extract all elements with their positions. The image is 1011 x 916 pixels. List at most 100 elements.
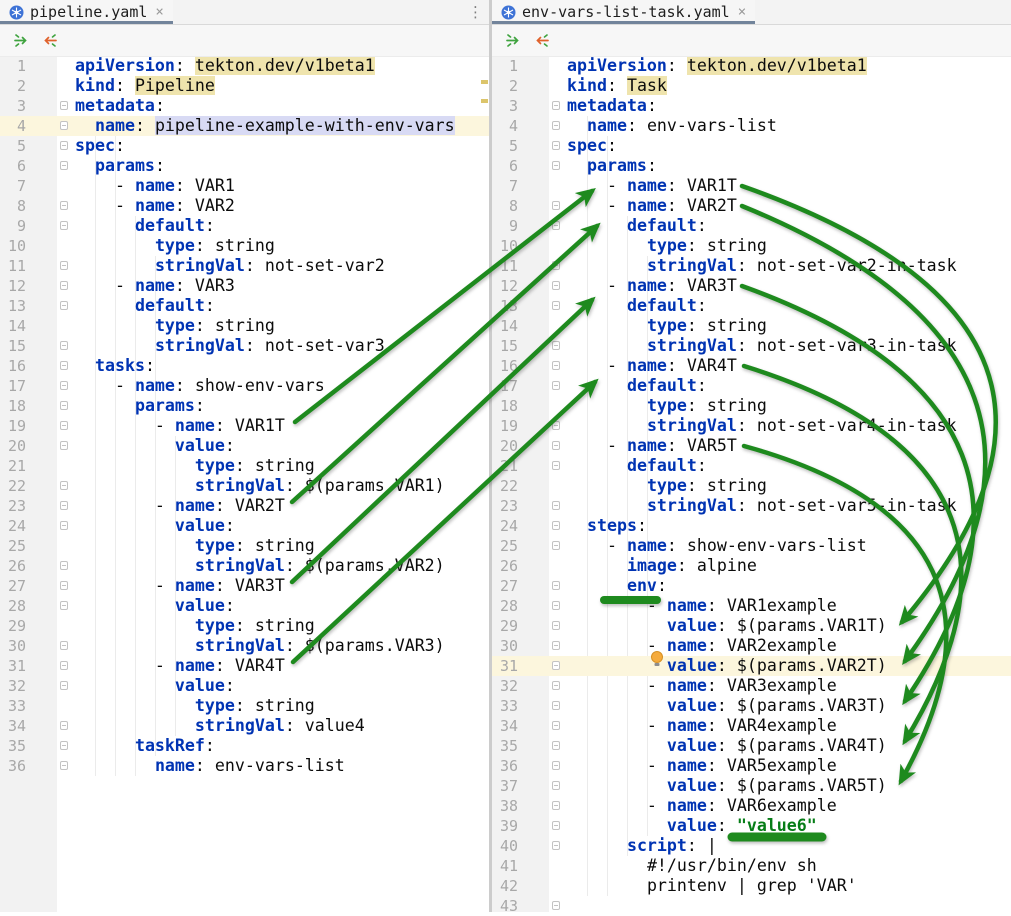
code-text[interactable]: value: — [75, 676, 235, 696]
code-line[interactable]: 42 printenv | grep 'VAR' — [492, 876, 1011, 896]
code-text[interactable]: type: string — [567, 316, 767, 336]
code-text[interactable]: metadata: — [567, 96, 657, 116]
code-text[interactable]: - name: VAR6example — [567, 796, 837, 816]
fold-marker-icon[interactable] — [60, 301, 68, 310]
code-line[interactable]: 26 stringVal: $(params.VAR2) — [0, 556, 489, 576]
code-line[interactable]: 21 type: string — [0, 456, 489, 476]
fold-marker-icon[interactable] — [60, 201, 68, 210]
code-text[interactable]: kind: Pipeline — [75, 76, 215, 96]
code-text[interactable]: stringVal: not-set-var2 — [75, 256, 385, 276]
fold-marker-icon[interactable] — [552, 441, 560, 450]
code-line[interactable]: 17 - name: show-env-vars — [0, 376, 489, 396]
code-text[interactable]: type: string — [75, 536, 315, 556]
code-line[interactable]: 11 stringVal: not-set-var2 — [0, 256, 489, 276]
code-text[interactable]: stringVal: not-set-var3 — [75, 336, 385, 356]
code-text[interactable]: - name: VAR1 — [75, 176, 235, 196]
code-line[interactable]: 41 #!/usr/bin/env sh — [492, 856, 1011, 876]
fold-marker-icon[interactable] — [552, 661, 560, 670]
code-line[interactable]: 22 type: string — [492, 476, 1011, 496]
code-line[interactable]: 43 — [492, 896, 1011, 916]
code-text[interactable]: type: string — [75, 696, 315, 716]
code-text[interactable]: default: — [567, 296, 707, 316]
tab-close-icon[interactable]: × — [736, 5, 746, 19]
code-line[interactable]: 25 type: string — [0, 536, 489, 556]
code-line[interactable]: 21 default: — [492, 456, 1011, 476]
code-text[interactable]: apiVersion: tekton.dev/v1beta1 — [567, 56, 867, 76]
tab-close-icon[interactable]: × — [153, 5, 163, 19]
fold-marker-icon[interactable] — [552, 801, 560, 810]
code-line[interactable]: 1apiVersion: tekton.dev/v1beta1 — [492, 56, 1011, 76]
fold-marker-icon[interactable] — [60, 281, 68, 290]
code-text[interactable]: stringVal: not-set-var5-in-task — [567, 496, 957, 516]
code-text[interactable]: params: — [75, 396, 205, 416]
line-number[interactable]: 35 — [0, 736, 26, 756]
line-number[interactable]: 6 — [0, 156, 26, 176]
code-text[interactable]: taskRef: — [75, 736, 215, 756]
code-line[interactable]: 13 default: — [492, 296, 1011, 316]
code-text[interactable]: - name: VAR4example — [567, 716, 837, 736]
code-text[interactable]: script: | — [567, 836, 717, 856]
code-line[interactable]: 3metadata: — [0, 96, 489, 116]
code-line[interactable]: 14 type: string — [0, 316, 489, 336]
code-line[interactable]: 10 type: string — [492, 236, 1011, 256]
line-number[interactable]: 13 — [492, 296, 518, 316]
line-number[interactable]: 9 — [492, 216, 518, 236]
line-number[interactable]: 7 — [492, 176, 518, 196]
line-number[interactable]: 2 — [0, 76, 26, 96]
fold-marker-icon[interactable] — [552, 281, 560, 290]
line-number[interactable]: 26 — [492, 556, 518, 576]
line-number[interactable]: 20 — [492, 436, 518, 456]
fold-marker-icon[interactable] — [60, 721, 68, 730]
line-number[interactable]: 4 — [492, 116, 518, 136]
code-line[interactable]: 31 value: $(params.VAR2T) — [492, 656, 1011, 676]
code-text[interactable]: image: alpine — [567, 556, 757, 576]
fold-marker-icon[interactable] — [60, 161, 68, 170]
fold-marker-icon[interactable] — [552, 581, 560, 590]
line-number[interactable]: 34 — [0, 716, 26, 736]
code-text[interactable]: - name: VAR3 — [75, 276, 235, 296]
line-number[interactable]: 25 — [0, 536, 26, 556]
fold-marker-icon[interactable] — [60, 441, 68, 450]
code-line[interactable]: 17 default: — [492, 376, 1011, 396]
line-number[interactable]: 29 — [492, 616, 518, 636]
code-line[interactable]: 31 - name: VAR4T — [0, 656, 489, 676]
apply-right-icon[interactable] — [503, 32, 521, 50]
fold-marker-icon[interactable] — [60, 421, 68, 430]
code-text[interactable]: type: string — [567, 236, 767, 256]
code-text[interactable]: type: string — [75, 316, 275, 336]
code-line[interactable]: 8 - name: VAR2 — [0, 196, 489, 216]
line-number[interactable]: 30 — [0, 636, 26, 656]
code-line[interactable]: 19 stringVal: not-set-var4-in-task — [492, 416, 1011, 436]
code-text[interactable]: - name: VAR2T — [567, 196, 737, 216]
code-text[interactable]: default: — [567, 376, 707, 396]
code-text[interactable]: name: pipeline-example-with-env-vars — [75, 116, 455, 136]
code-text[interactable]: - name: VAR1T — [567, 176, 737, 196]
code-line[interactable]: 7 - name: VAR1T — [492, 176, 1011, 196]
line-number[interactable]: 8 — [0, 196, 26, 216]
code-line[interactable]: 18 params: — [0, 396, 489, 416]
code-text[interactable]: stringVal: not-set-var4-in-task — [567, 416, 957, 436]
code-text[interactable]: default: — [567, 216, 707, 236]
code-line[interactable]: 15 stringVal: not-set-var3 — [0, 336, 489, 356]
line-number[interactable]: 9 — [0, 216, 26, 236]
code-text[interactable]: env: — [567, 576, 667, 596]
fold-marker-icon[interactable] — [60, 641, 68, 650]
code-line[interactable]: 25 - name: show-env-vars-list — [492, 536, 1011, 556]
line-number[interactable]: 28 — [492, 596, 518, 616]
fold-marker-icon[interactable] — [552, 101, 560, 110]
code-line[interactable]: 10 type: string — [0, 236, 489, 256]
line-number[interactable]: 11 — [0, 256, 26, 276]
code-text[interactable]: - name: VAR1T — [75, 416, 285, 436]
fold-marker-icon[interactable] — [552, 821, 560, 830]
code-text[interactable]: default: — [567, 456, 707, 476]
code-text[interactable]: - name: VAR3example — [567, 676, 837, 696]
code-line[interactable]: 30 - name: VAR2example — [492, 636, 1011, 656]
code-text[interactable]: - name: VAR4T — [567, 356, 737, 376]
code-line[interactable]: 27 env: — [492, 576, 1011, 596]
code-text[interactable]: name: env-vars-list — [567, 116, 777, 136]
line-number[interactable]: 18 — [0, 396, 26, 416]
code-line[interactable]: 33 type: string — [0, 696, 489, 716]
line-number[interactable]: 1 — [0, 56, 26, 76]
fold-marker-icon[interactable] — [60, 601, 68, 610]
line-number[interactable]: 22 — [0, 476, 26, 496]
